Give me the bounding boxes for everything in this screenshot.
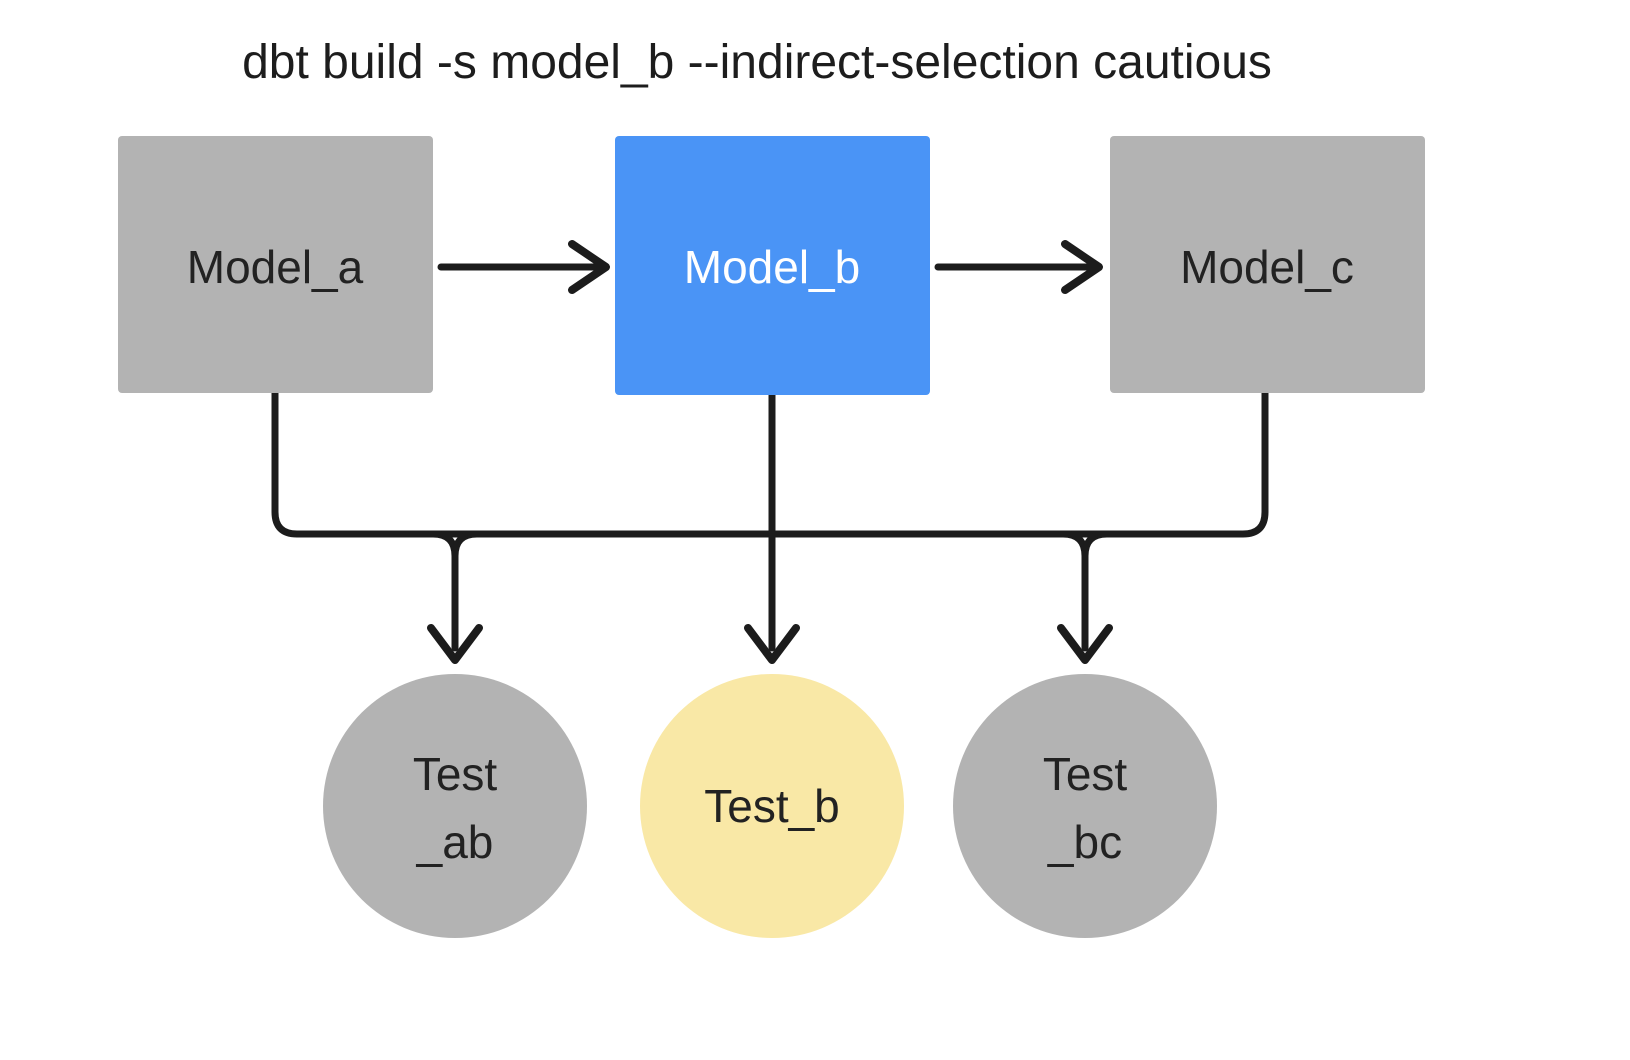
arrowhead-into-model-c-icon xyxy=(1061,240,1103,294)
test-ab-node xyxy=(323,674,587,938)
test-b-label: Test_b xyxy=(704,780,840,832)
test-ab-label-line2: _ab xyxy=(416,816,494,868)
model-a-label: Model_a xyxy=(187,241,364,293)
diagram-title: dbt build -s model_b --indirect-selectio… xyxy=(242,36,1272,89)
model-b-label: Model_b xyxy=(684,241,860,293)
model-c-label: Model_c xyxy=(1180,241,1354,293)
edge-model-c-merge xyxy=(768,389,1269,538)
test-ab-label-line1: Test xyxy=(413,748,498,800)
arrowhead-into-test-bc-icon xyxy=(1057,624,1113,664)
model-b-node xyxy=(615,136,930,395)
arrowhead-into-model-b-icon xyxy=(568,240,610,294)
edge-branch-to-test-ab-fillet xyxy=(451,530,481,560)
edge-branch-to-test-bc-fillet xyxy=(1059,530,1089,560)
arrowhead-into-test-b-icon xyxy=(744,624,800,664)
edge-model-a-merge xyxy=(271,389,776,538)
model-c-node xyxy=(1110,136,1425,393)
model-a-node xyxy=(118,136,433,393)
test-bc-label-line1: Test xyxy=(1043,748,1128,800)
arrowhead-into-test-ab-icon xyxy=(427,624,483,664)
test-bc-label-line2: _bc xyxy=(1047,816,1122,868)
test-b-node xyxy=(640,674,904,938)
test-bc-node xyxy=(953,674,1217,938)
